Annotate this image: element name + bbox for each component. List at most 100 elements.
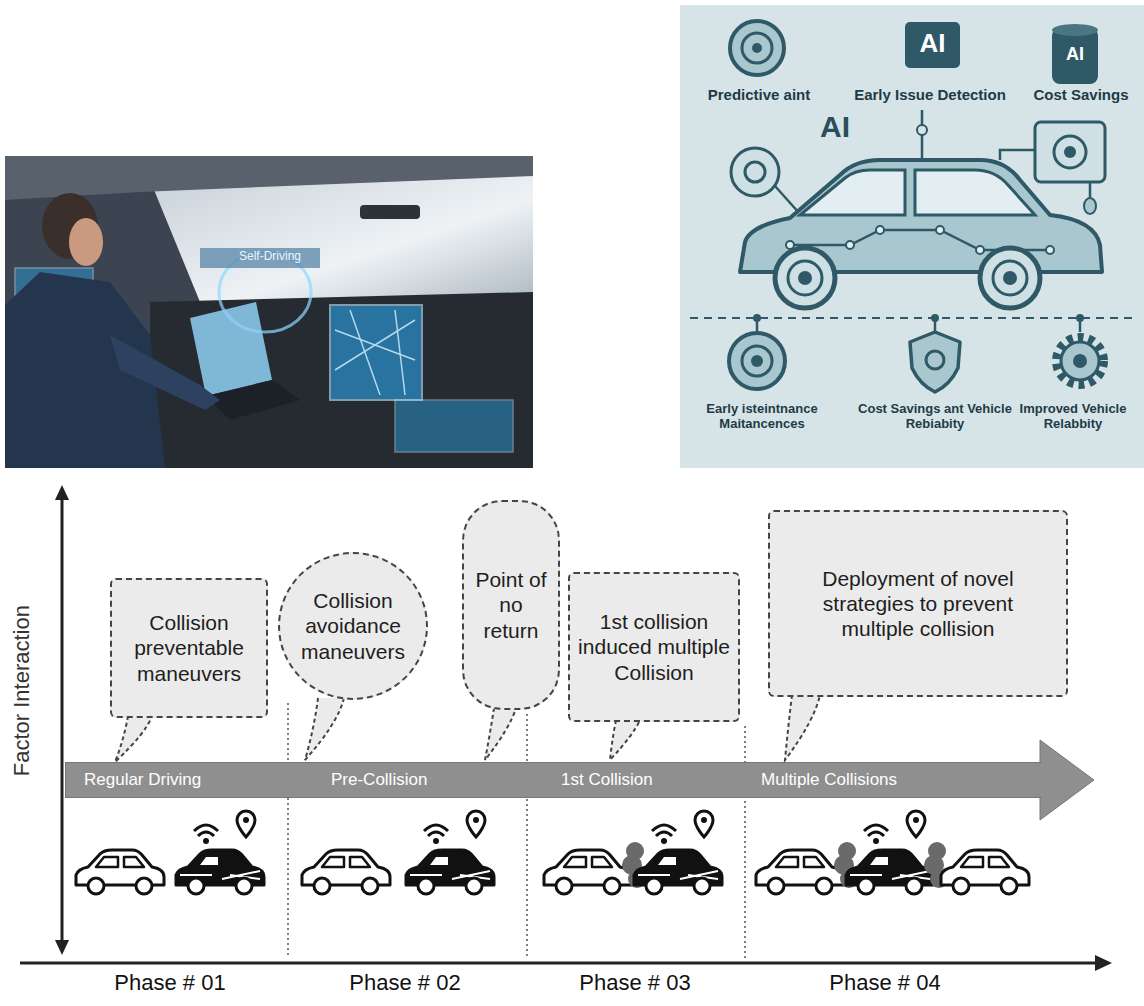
stage-label: Regular Driving <box>84 771 201 790</box>
phase-separator <box>287 703 289 958</box>
axis <box>20 485 1112 971</box>
car-icon <box>756 850 844 894</box>
self-driving-photo <box>5 156 533 468</box>
car-icon <box>544 850 632 894</box>
ai-maintenance-illustration <box>910 332 960 392</box>
icon-label: AI <box>905 29 960 59</box>
icon-label: AI <box>1050 44 1100 65</box>
ai-maintenance-illustration <box>1046 246 1054 254</box>
callout-bubble: Point of no return <box>462 500 560 710</box>
self-driving-photo <box>5 156 533 468</box>
self-driving-photo <box>69 218 103 266</box>
ai-maintenance-illustration <box>1000 150 1035 160</box>
ai-maintenance-illustration <box>742 346 772 376</box>
ai-maintenance-illustration <box>1052 24 1098 36</box>
ai-maintenance-illustration <box>926 351 944 369</box>
self-driving-photo <box>330 305 422 400</box>
self-driving-photo <box>360 205 420 219</box>
callout-tail <box>115 716 152 762</box>
ai-maintenance-illustration <box>680 5 1144 468</box>
timeline-band: Regular Driving Pre-Collision 1st Collisio… <box>65 762 1042 798</box>
icon-label: Improved Vehicle Relabbity <box>1008 402 1138 432</box>
ai-maintenance-illustration <box>1064 146 1076 158</box>
callout-bubble: 1st collision induced multiple Collision <box>568 572 740 722</box>
ai-maintenance-illustration <box>1056 337 1104 385</box>
ai-maintenance-illustration <box>876 226 884 234</box>
ai-maintenance-illustration <box>1061 342 1099 380</box>
callout-tail <box>305 698 344 760</box>
ai-maintenance-illustration <box>786 241 794 249</box>
callout-bubble: Collision preventable maneuvers <box>110 578 268 718</box>
stage-label: Pre-Collision <box>331 771 427 790</box>
ai-maintenance-illustration <box>846 241 854 249</box>
self-driving-photo <box>335 310 415 395</box>
car-icon <box>406 811 494 894</box>
axis <box>55 485 69 500</box>
self-driving-photo <box>150 292 533 468</box>
ai-maintenance-illustration <box>680 5 1144 468</box>
ai-maintenance-illustration <box>751 355 763 367</box>
ai-maintenance-illustration <box>936 226 944 234</box>
ai-maintenance-illustration <box>980 248 1040 308</box>
phase-label: Phase # 03 <box>555 970 715 995</box>
car-icon <box>846 811 934 894</box>
car-icon <box>76 850 164 894</box>
ai-maintenance-illustration <box>752 43 762 53</box>
stage-label: 1st Collision <box>561 771 653 790</box>
callout-bubble: Collision avoidance maneuvers <box>278 552 428 700</box>
car-icon <box>302 850 390 894</box>
ai-maintenance-illustration <box>729 333 785 389</box>
callout-bubble: Deployment of novel strategies to preven… <box>768 510 1068 697</box>
icon-label: Predictive aint <box>688 86 830 103</box>
ai-maintenance-illustration <box>1076 314 1084 322</box>
ai-maintenance-illustration <box>775 248 835 308</box>
ai-maintenance-illustration <box>775 186 800 214</box>
callout-tail <box>485 708 516 760</box>
hud-text: Self-Driving <box>210 250 330 264</box>
self-driving-photo <box>110 335 220 410</box>
car-icon <box>176 811 264 894</box>
icon-label: AI <box>800 110 870 145</box>
ai-maintenance-illustration <box>917 125 927 135</box>
ai-maintenance-illustration <box>931 314 939 322</box>
stage-label: Multiple Collisions <box>761 771 897 790</box>
ai-maintenance-illustration <box>976 246 984 254</box>
axis <box>55 940 69 955</box>
icon-label: Cost Savings ant Vehicle Rebiabity <box>858 402 1012 432</box>
callout-text: 1st collision induced multiple Collision <box>578 609 730 685</box>
ai-maintenance-illustration <box>915 170 1035 215</box>
phase-separator <box>744 726 746 958</box>
ai-maintenance-illustration <box>1084 198 1096 214</box>
ai-maintenance-illustration <box>742 33 772 63</box>
ai-maintenance-illustration <box>731 148 779 196</box>
icon-label: Cost Savings <box>1025 86 1137 103</box>
ai-maintenance-illustration <box>730 21 784 75</box>
ai-maintenance-illustration <box>788 261 822 295</box>
ai-maintenance-illustration <box>1003 271 1017 285</box>
self-driving-photo <box>5 156 533 200</box>
self-driving-photo <box>395 400 513 452</box>
phase-separator <box>288 703 745 958</box>
car-icon <box>76 811 1029 894</box>
icon-label: Early isteintnance Maitancences <box>686 402 838 432</box>
callout-text: Point of no return <box>470 567 552 643</box>
callout-text: Collision preventable maneuvers <box>122 610 256 686</box>
icon-label: Early Issue Detection <box>842 86 1018 103</box>
callout-tail <box>785 695 820 760</box>
car-icon <box>634 811 722 894</box>
axis-title: Factor Interaction <box>9 591 34 791</box>
phase-label: Phase # 04 <box>805 970 965 995</box>
ai-maintenance-illustration <box>905 22 960 68</box>
ai-maintenance-illustration <box>753 314 761 322</box>
axis <box>61 495 64 945</box>
self-driving-photo <box>150 172 533 302</box>
callout-text: Collision avoidance maneuvers <box>294 588 412 664</box>
ai-maintenance-illustration <box>993 261 1027 295</box>
ai-maintenance-illustration <box>1054 136 1086 168</box>
ai-maintenance-illustration <box>1035 122 1105 182</box>
axis <box>20 962 1100 965</box>
ai-maintenance-illustration <box>745 162 765 182</box>
